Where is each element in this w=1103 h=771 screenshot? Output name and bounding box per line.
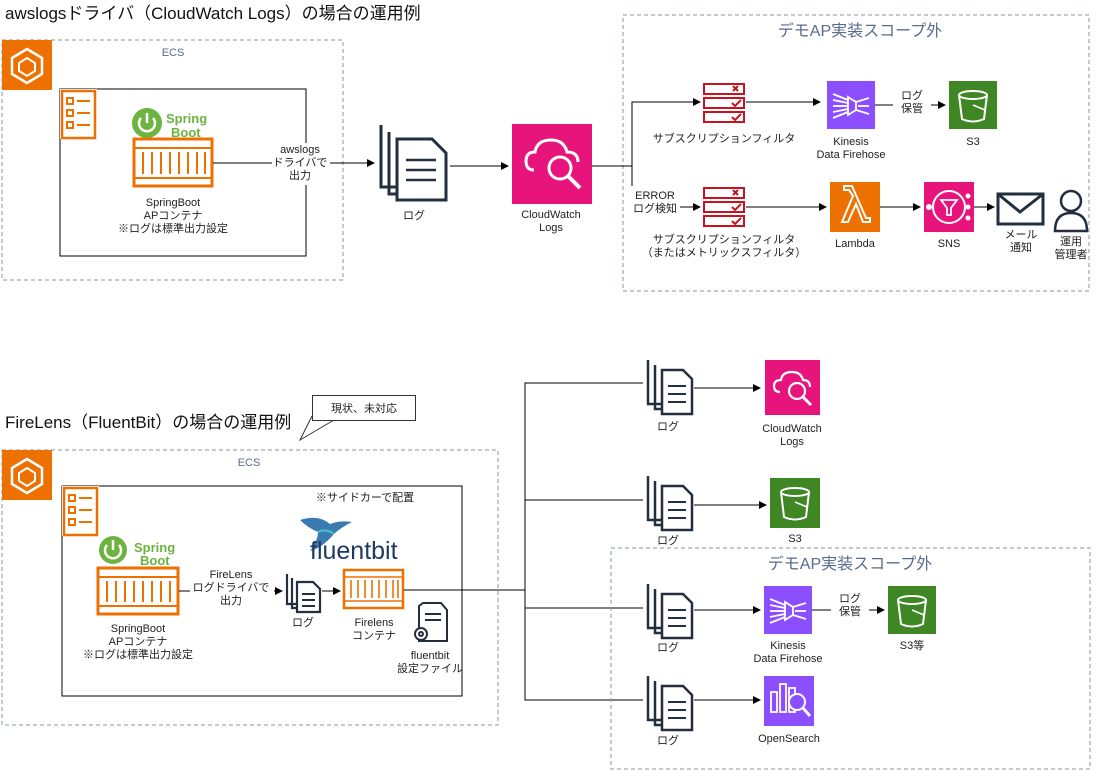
callout-tail	[298, 415, 335, 442]
scope-group-bottom	[610, 547, 1091, 770]
container-icon	[96, 566, 180, 616]
config-file-icon	[414, 602, 448, 642]
task-definition-icon	[62, 486, 99, 537]
s3-icon	[949, 81, 997, 129]
ecs-label-bottom: ECS	[237, 457, 261, 469]
callout-bubble: 現状、未対応	[312, 395, 416, 421]
error-label-bg	[630, 186, 680, 219]
user-icon	[1053, 189, 1089, 233]
kinesis-firehose-icon	[764, 586, 812, 634]
log-store-label-bottom: ログ保管	[839, 593, 861, 619]
document-icon	[646, 360, 694, 416]
page-title-bottom: FireLens（FluentBit）の場合の運用例	[5, 413, 292, 432]
s3-label-bottom: S3	[788, 533, 802, 545]
filter-icon	[703, 83, 745, 123]
edge-to-log1	[524, 382, 643, 590]
scope-title-bottom: デモAP実装スコープ外	[767, 556, 933, 573]
ecs-icon	[2, 40, 52, 90]
ecs-label-top: ECS	[161, 47, 185, 59]
subscription-filter2-label: サブスクリプションフィルタ（またはメトリックスフィルタ）	[641, 234, 807, 260]
ecs-group-top	[1, 39, 344, 281]
kinesis-firehose-icon	[827, 81, 875, 129]
s3-label-top: S3	[966, 136, 980, 148]
document-icon	[379, 125, 448, 202]
out-log-label-1: ログ	[657, 421, 679, 433]
edge-to-log4	[524, 590, 643, 701]
scope-title-top: デモAP実装スコープ外	[777, 23, 943, 40]
out-log-label-4: ログ	[657, 735, 679, 747]
s3-etc-label: S3等	[899, 640, 925, 652]
sns-icon	[924, 182, 974, 232]
spring-logo-text-1: Spring	[134, 540, 175, 555]
document-icon	[646, 476, 694, 532]
lambda-label: Lambda	[835, 238, 875, 250]
container-icon	[132, 137, 214, 188]
mail-icon	[996, 192, 1045, 226]
document-icon	[646, 676, 694, 732]
edge-label-bg	[272, 143, 330, 185]
container-icon	[342, 568, 405, 610]
spring-boot-logo: Spring Boot	[99, 536, 175, 568]
subscription-filter-label: サブスクリプションフィルタ	[652, 133, 796, 145]
spring-boot-logo: Spring Boot	[132, 108, 207, 140]
fluentbit-logo-text: fluentbit	[310, 537, 398, 565]
spring-logo-text-2: Boot	[140, 553, 170, 568]
sidecar-note: ※サイドカーで配置	[315, 492, 415, 504]
document-icon	[646, 584, 694, 640]
out-log-label-3: ログ	[657, 642, 679, 654]
edge-cw-to-filter1	[592, 98, 701, 167]
log-store-label-bg	[831, 592, 869, 624]
svg-text:Spring: Spring	[166, 111, 207, 126]
s3-icon	[770, 478, 820, 528]
lambda-icon	[830, 182, 880, 232]
task-definition-icon	[60, 89, 97, 140]
out-log-label-2: ログ	[657, 535, 679, 547]
fluentbit-logo: fluentbit	[300, 517, 398, 565]
s3-icon	[888, 586, 936, 634]
mail-label: メール通知	[1004, 229, 1038, 255]
operator-label: 運用管理者	[1054, 236, 1088, 262]
page-title-top: awslogsドライバ（CloudWatch Logs）の場合の運用例	[5, 4, 421, 23]
scope-group-top	[622, 14, 1090, 292]
opensearch-label: OpenSearch	[758, 733, 820, 745]
cloudwatch-icon	[512, 124, 592, 204]
filter-icon	[703, 187, 745, 227]
opensearch-icon	[764, 676, 814, 726]
task-box-bottom	[61, 485, 463, 697]
cloudwatch-icon	[765, 360, 820, 415]
log-label-top: ログ	[403, 210, 425, 222]
svg-text:Boot: Boot	[171, 125, 201, 140]
edge-label-bg	[190, 568, 274, 612]
ecs-group-bottom	[1, 449, 499, 726]
log-store-label-top: ログ保管	[901, 90, 923, 116]
sns-label: SNS	[937, 238, 961, 250]
document-icon	[285, 574, 322, 614]
ecs-icon	[2, 450, 52, 500]
log-store-label-bg	[893, 89, 931, 121]
log-label-bottom: ログ	[292, 617, 314, 629]
